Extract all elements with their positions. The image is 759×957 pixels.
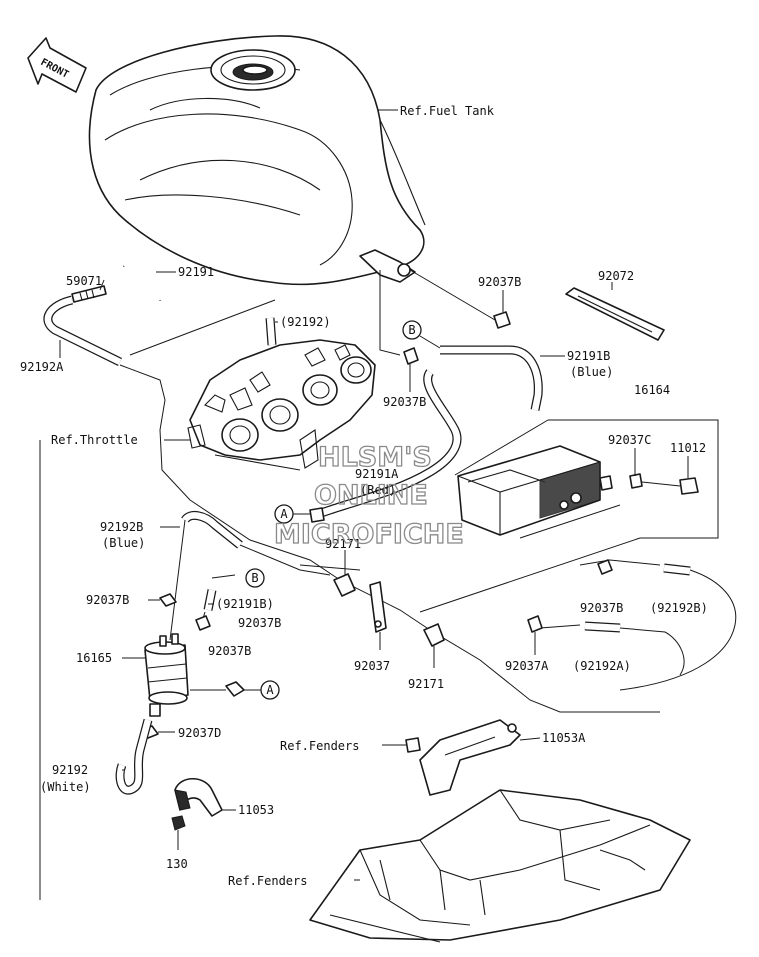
label-92192B-paren: (92192B) [650,601,708,615]
clamp-92037B-filter [190,681,262,697]
hose-92192B [169,510,243,641]
fuel-filter-16165 [144,633,189,717]
label-92037B-right: 92037B [580,601,623,615]
connector-a-filter-label: A [266,683,274,697]
lead-92171 [299,564,361,571]
label-92037B-mid: 92037B [238,616,281,630]
label-blue-1: (Blue) [570,365,613,379]
clamp-92171-lower [423,623,445,668]
label-92037A: 92037A [505,659,549,673]
label-92192A-paren: (92192A) [573,659,631,673]
label-130: 130 [166,857,188,871]
label-leaders [59,109,689,881]
label-59071: 59071 [66,274,102,288]
hose-92191 [122,258,163,301]
hose-92192B-small [663,563,691,576]
label-16165: 16165 [76,651,112,665]
connector-b-filter-label: B [251,571,258,585]
lead-line-center [119,364,660,713]
connector-a-throttle: A [274,504,310,524]
label-92192-paren: (92192) [280,315,331,329]
clamp-92171-upper [333,550,356,597]
cap-11012 [679,477,699,495]
label-11053: 11053 [238,803,274,817]
lead-92192B-loop [619,569,737,691]
front-arrow-icon: FRONT [27,37,87,93]
label-92037B-throttle: 92037B [383,395,426,409]
bracket-92072 [565,287,665,341]
joint-a-throttle [309,507,325,523]
label-92192A: 92192A [20,360,64,374]
hose-92192-upper [265,317,277,346]
clamp-canister-side [597,559,613,575]
canister-frame [419,419,719,613]
label-92037C: 92037C [608,433,651,447]
lead-92192A-right [619,627,685,676]
bracket-92037 [369,581,387,650]
watermark-line-2: ONLINE [314,480,428,511]
lead-tank-clamp [379,270,401,356]
clamp-92037A [527,615,543,655]
connector-a-throttle-label: A [280,507,288,521]
throttle-body [187,339,376,471]
lead-canister-clamp [579,559,661,566]
label-92192B: 92192B [100,520,143,534]
label-red: (Red) [360,483,396,497]
grommet-fender [382,737,421,753]
clamp-92037C [629,473,681,489]
lead-tank-92037B [409,269,496,321]
bolt-130 [171,815,186,850]
watermark: HLSM'S ONLINE MICROFICHE [273,441,464,550]
clamp-92037B-mid [195,615,211,631]
hose-92192A [43,295,122,367]
label-92037B-left: 92037B [86,593,129,607]
connector-b-filter: B [245,568,265,588]
watermark-line-1: HLSM'S [318,442,432,473]
label-ref-fenders-1: Ref.Fenders [280,739,359,753]
label-92037B-tank: 92037B [478,275,521,289]
label-ref-fenders-2: Ref.Fenders [228,874,307,888]
label-92191: 92191 [178,265,214,279]
label-92191A: 92191A [355,467,399,481]
hose-92191A [316,369,462,519]
label-92191B-paren: (92191B) [216,597,274,611]
connector-b-top: B [402,320,441,349]
rear-fender [309,789,691,943]
label-92072: 92072 [598,269,634,283]
lead-92037A [539,624,581,629]
hose-92192-white [115,718,153,795]
lead-line-upper [129,299,276,356]
label-92037: 92037 [354,659,390,673]
lead-92192B [239,544,331,576]
clamp-92037B-throttle [403,347,419,392]
label-11053A: 11053A [542,731,586,745]
fitting-59071 [71,285,107,303]
clamp-92037C-small [599,475,613,491]
label-92171-upper: 92171 [325,537,361,551]
label-11012: 11012 [670,441,706,455]
label-92037D: 92037D [178,726,221,740]
watermark-line-3: MICROFICHE [274,519,464,550]
bracket-11053A [419,719,541,796]
clamp-92037B-left [159,593,177,607]
label-92192: 92192 [52,763,88,777]
hose-92191B [440,345,543,411]
label-16164: 16164 [634,383,670,397]
hose-92192A-small [584,621,621,633]
fuel-tank [88,35,426,286]
label-ref-throttle: Ref.Throttle [51,433,138,447]
label-ref-fuel-tank: Ref.Fuel Tank [400,104,495,118]
clamp-92037B-tank [493,311,511,329]
connector-b-top-label: B [408,323,415,337]
label-blue-2: (Blue) [102,536,145,550]
connector-a-filter: A [260,680,280,700]
canister-16164 [457,445,601,536]
bracket-11053 [174,777,236,817]
label-92171-lower: 92171 [408,677,444,691]
label-92037B-filter: 92037B [208,644,251,658]
label-92191B: 92191B [567,349,610,363]
label-white: (White) [40,780,91,794]
